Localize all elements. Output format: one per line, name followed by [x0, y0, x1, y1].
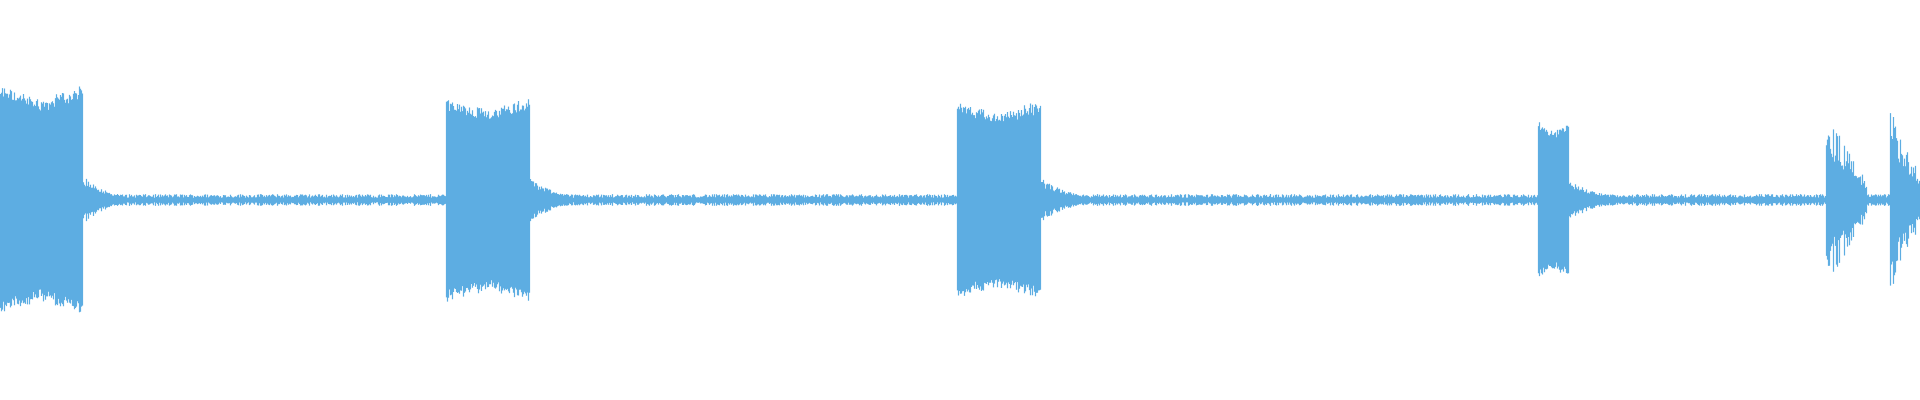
waveform-path	[0, 86, 1920, 313]
waveform-bars	[0, 86, 1920, 313]
